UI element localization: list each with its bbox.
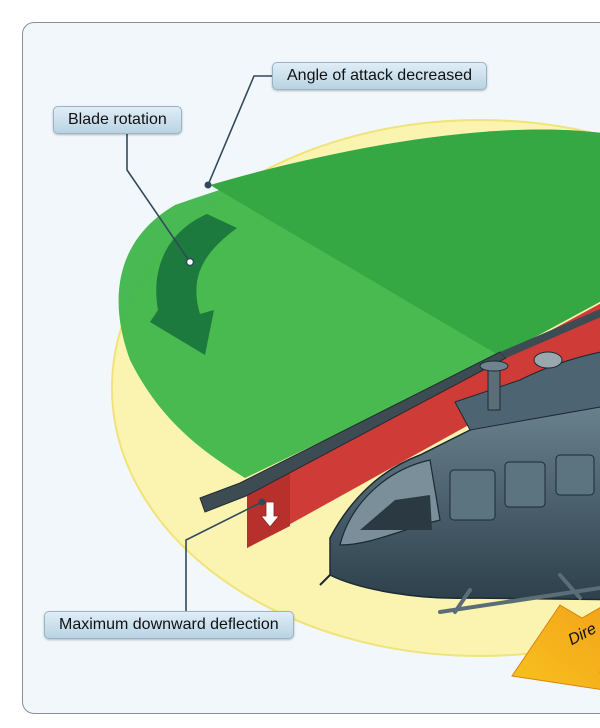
max-deflection-label: Maximum downward deflection (44, 611, 294, 639)
green-upper-shade (210, 129, 600, 356)
rotation-arrow-icon (150, 214, 237, 355)
rotor-blade-right (500, 292, 600, 358)
leader-blade-rotation (126, 133, 191, 263)
direction-arrow-icon (511, 584, 600, 691)
angle-of-attack-label: Angle of attack decreased (272, 62, 488, 90)
red-blade-area (247, 282, 600, 548)
helicopter (319, 345, 600, 614)
blade-rotation-label: Blade rotation (53, 106, 182, 134)
leader-max-deflection (185, 501, 263, 612)
leader-angle-of-attack (207, 75, 274, 186)
down-arrow-icon (260, 501, 280, 528)
